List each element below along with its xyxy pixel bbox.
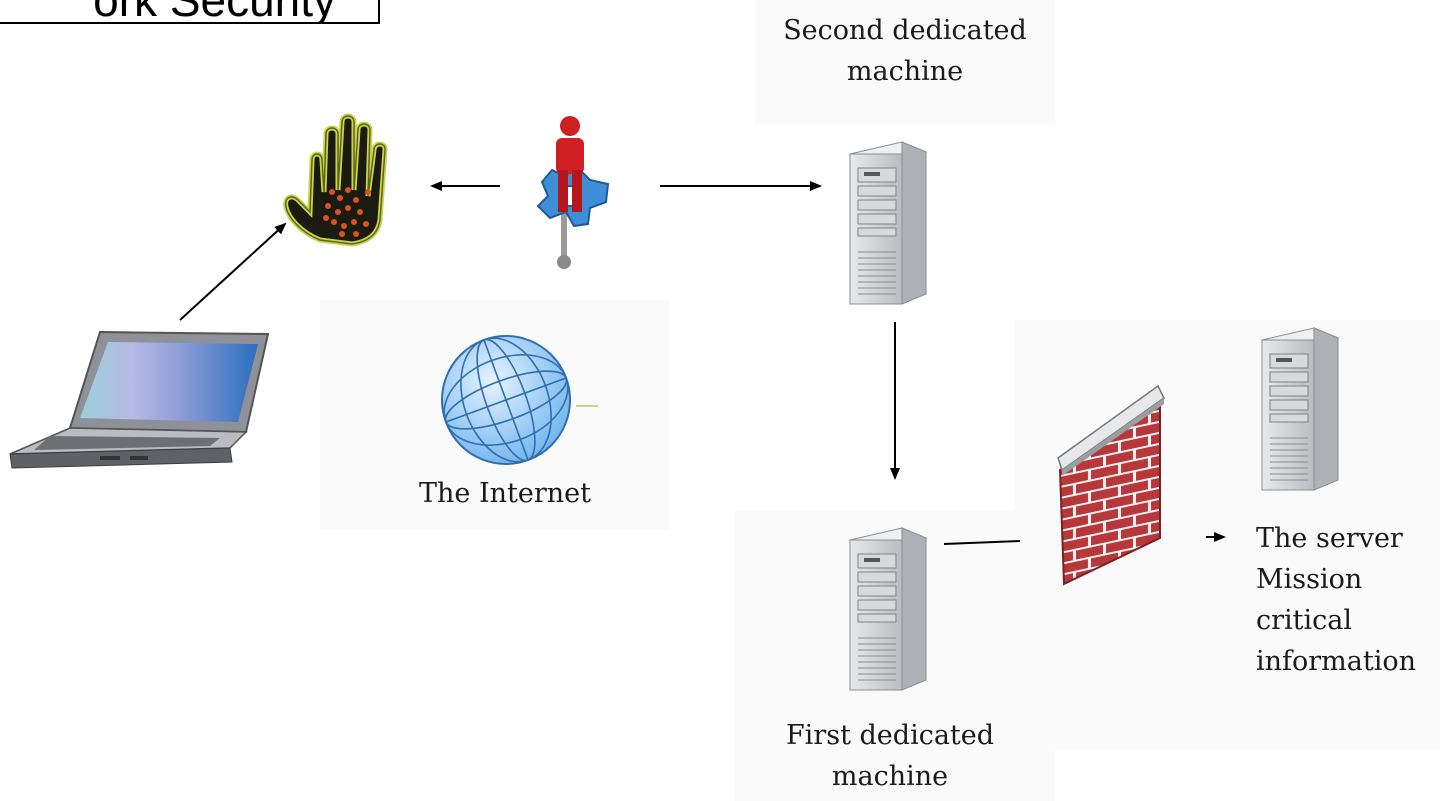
second-machine-server-icon [849, 141, 927, 305]
server-label-line-4: information [1256, 646, 1417, 677]
second-machine-label: Second dedicated machine [765, 10, 1045, 92]
first-machine-label-line-2: machine [831, 761, 949, 792]
globe-icon [441, 335, 598, 465]
person-gear-key-icon [536, 116, 610, 269]
server-label-line-2: Mission [1256, 564, 1363, 595]
page-title: ork Security [93, 0, 336, 22]
server-label-line-3: critical [1256, 605, 1353, 636]
second-machine-label-line-1: Second dedicated [783, 15, 1027, 46]
server-label-line-1: The server [1256, 523, 1403, 554]
firewall-brick-wall-icon [1057, 384, 1165, 586]
title-box: ork Security [0, 0, 380, 24]
second-machine-label-line-2: machine [846, 56, 964, 87]
arrow-laptop-to-hand [179, 222, 287, 321]
first-machine-label: First dedicated machine [750, 715, 1030, 797]
laptop-icon [9, 330, 270, 469]
mission-critical-server-icon [1261, 327, 1339, 491]
internet-label: The Internet [419, 478, 591, 509]
first-machine-label-line-1: First dedicated [785, 720, 995, 751]
connector-first-machine-to-firewall [943, 540, 1021, 545]
first-machine-server-icon [849, 527, 927, 691]
hand-stop-icon [283, 113, 388, 247]
server-label: The server Mission critical information [1256, 518, 1436, 682]
